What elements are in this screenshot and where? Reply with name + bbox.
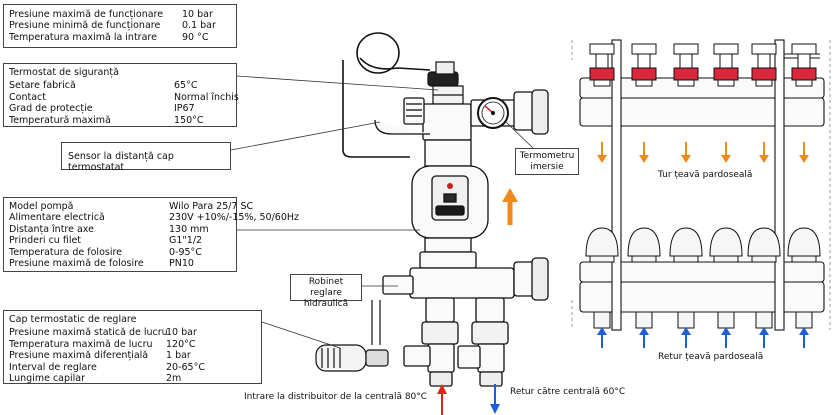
lower-manifold xyxy=(382,257,549,387)
thermostat-value: 150°C xyxy=(174,114,204,126)
pump-key: Alimentare electrică xyxy=(9,212,105,224)
manifold-outline xyxy=(571,40,831,330)
inlet-arrow xyxy=(437,384,447,415)
valve-label-line2: hidraulică xyxy=(303,299,349,309)
thermometer-label-line1: Termometru xyxy=(519,151,575,161)
limits-key: Presiune maximă de funcționare xyxy=(9,9,164,20)
pump-value: 130 mm xyxy=(169,223,209,235)
outlet-arrow xyxy=(490,384,500,414)
regulating-head-value: 120°C xyxy=(166,338,196,350)
pump-key: Presiune maximă de folosire xyxy=(9,258,144,270)
sensor-box: Sensor la distanță cap termostatat xyxy=(61,142,231,174)
thermostat-key: Contact xyxy=(9,91,46,103)
regulating-head-value: 1 bar xyxy=(166,350,191,362)
pump-value: G1"1/2 xyxy=(169,235,203,247)
pump-value: Wilo Para 25/7 SC xyxy=(169,201,254,212)
outlet-label: Retur către centrală 60°C xyxy=(510,387,626,397)
pump-key: Distanța între axe xyxy=(9,223,94,235)
inlet-label: Intrare la distribuitor de la centrală 8… xyxy=(244,392,428,402)
thermostat-value: Normal închis xyxy=(174,91,239,103)
limits-value: 90 °C xyxy=(182,31,209,43)
leader-lines xyxy=(230,75,536,349)
regulating-head-key: Presiune maximă diferențială xyxy=(9,350,149,362)
regulating-head-box: Cap termostatic de reglare Presiune maxi… xyxy=(3,310,262,384)
regulating-head-title: Cap termostatic de reglare xyxy=(9,314,137,325)
thermostat-key: Temperatură maximă xyxy=(9,114,111,126)
thermostat-value: 65°C xyxy=(174,80,198,92)
pump-key: Prinderi cu filet xyxy=(9,235,82,247)
return-label: Retur țeavă pardoseală xyxy=(658,352,764,362)
thermostat-value: IP67 xyxy=(174,103,195,115)
pump-value: PN10 xyxy=(169,258,194,270)
limits-value: 10 bar xyxy=(182,9,213,20)
pump-flow-arrow xyxy=(502,188,518,225)
thermostat-key: Grad de protecție xyxy=(9,103,93,115)
regulating-head-value: 2m xyxy=(166,373,182,385)
thermostat-title: Termostat de siguranță xyxy=(9,67,119,78)
pump-box: Model pompă Wilo Para 25/7 SC Alimentare … xyxy=(3,197,299,272)
pump-value: 230V +10%/-15%, 50/60Hz xyxy=(169,212,300,224)
return-arrows xyxy=(597,327,809,348)
pump-key: Model pompă xyxy=(9,201,74,212)
floor-manifold xyxy=(579,39,825,331)
flow-arrows xyxy=(597,142,809,163)
regulating-head-key: Temperatura maximă de lucru xyxy=(9,338,153,350)
pump-value: 0-95°C xyxy=(169,246,202,258)
pump-key: Temperatura de folosire xyxy=(9,246,123,258)
thermostat-key: Setare fabrică xyxy=(9,80,76,92)
circulation-pump xyxy=(411,139,489,269)
regulating-head-value: 20-65°C xyxy=(166,361,205,373)
regulating-thermostatic-head xyxy=(315,300,389,372)
flow-valves xyxy=(589,43,817,87)
return-valves xyxy=(585,227,821,329)
safety-thermostat xyxy=(427,61,464,105)
regulating-head-key: Presiune maximă statică de lucru xyxy=(9,327,168,339)
thermostat-capillary xyxy=(342,32,431,158)
regulating-head-value: 10 bar xyxy=(166,327,197,339)
valve-callout: Robinet reglare hidraulică xyxy=(290,274,362,309)
regulating-head-key: Lungime capilar xyxy=(9,373,86,385)
regulating-head-key: Interval de reglare xyxy=(9,361,97,373)
limits-value: 0.1 bar xyxy=(182,20,216,32)
flow-label: Tur țeavă pardoseală xyxy=(658,170,753,180)
valve-label-line1: Robinet reglare xyxy=(308,277,344,298)
limits-box: Presiune maximă de funcționare 10 bar Pre… xyxy=(3,4,237,48)
immersion-thermometer xyxy=(477,97,509,129)
limits-key: Presiune minimă de funcționare xyxy=(9,20,161,32)
thermostat-box: Termostat de siguranță Setare fabrică 65°… xyxy=(3,63,239,127)
thermometer-label-line2: imersie xyxy=(530,162,564,172)
limits-key: Temperatura maximă la intrare xyxy=(9,31,157,43)
sensor-label: Sensor la distanță cap termostatat xyxy=(68,151,174,174)
thermometer-callout: Termometru imersie xyxy=(515,148,579,175)
